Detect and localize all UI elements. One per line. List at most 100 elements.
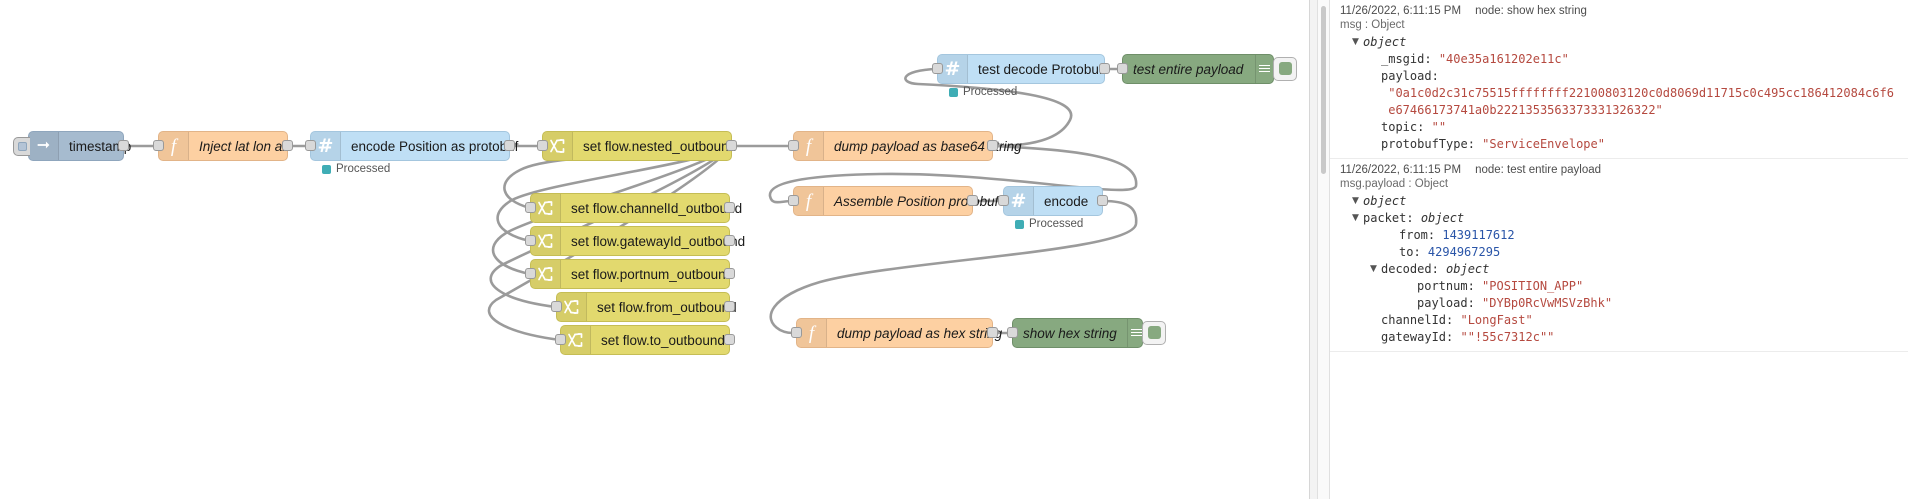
chevron-down-icon[interactable]: ▼ xyxy=(1352,196,1359,206)
node-output-port[interactable] xyxy=(1099,63,1110,74)
node-input-port[interactable] xyxy=(791,327,802,338)
node-input-port[interactable] xyxy=(1117,63,1128,74)
node-output-port[interactable] xyxy=(282,140,293,151)
tree-row[interactable]: ▼decoded: object xyxy=(1340,261,1898,278)
tree-key: topic: xyxy=(1381,120,1425,134)
tree-row[interactable]: ▼to: 4294967295 xyxy=(1340,244,1898,261)
node-input-port[interactable] xyxy=(788,195,799,206)
node-icon: # xyxy=(311,132,341,160)
debug-enable-toggle[interactable] xyxy=(1142,321,1166,345)
node-input-port[interactable] xyxy=(537,140,548,151)
tree-row[interactable]: ▼protobufType: "ServiceEnvelope" xyxy=(1340,136,1898,153)
tree-root-row[interactable]: ▼object xyxy=(1340,193,1898,210)
shuffle-icon xyxy=(549,139,564,153)
chevron-down-icon[interactable]: ▼ xyxy=(1370,264,1377,274)
node-input-port[interactable] xyxy=(525,235,536,246)
node-input-port[interactable] xyxy=(551,301,562,312)
node-input-port[interactable] xyxy=(788,140,799,151)
chevron-down-icon[interactable]: ▼ xyxy=(1352,37,1359,47)
tree-row[interactable]: ▼packet: object xyxy=(1340,210,1898,227)
flow-node-setportnum[interactable]: set flow.portnum_outbound xyxy=(525,259,735,289)
node-input-port[interactable] xyxy=(525,202,536,213)
tree-root-row[interactable]: ▼object xyxy=(1340,34,1898,51)
debug-object-tree[interactable]: ▼object▼_msgid: "40e35a161202e11c"▼paylo… xyxy=(1340,34,1898,153)
tree-spacer: ▼ xyxy=(1406,278,1417,295)
tree-row[interactable]: ▼channelId: "LongFast" xyxy=(1340,312,1898,329)
chevron-down-icon[interactable]: ▼ xyxy=(1352,213,1359,223)
node-output-port[interactable] xyxy=(118,140,129,151)
flow-node-setnested[interactable]: set flow.nested_outbound xyxy=(537,131,737,161)
tree-row[interactable]: ▼portnum: "POSITION_APP" xyxy=(1340,278,1898,295)
node-input-port[interactable] xyxy=(1007,327,1018,338)
status-label: Processed xyxy=(1029,218,1084,230)
flow-node-testdecode[interactable]: # test decode Protobuf xyxy=(932,54,1110,84)
flow-node-inject[interactable]: ➞timestamp xyxy=(13,131,131,161)
tree-spacer: ▼ xyxy=(1370,68,1381,85)
tree-row[interactable]: ▼from: 1439117612 xyxy=(1340,227,1898,244)
node-label: Assemble Position protobuf xyxy=(834,193,999,209)
node-label: show hex string xyxy=(1023,325,1117,341)
tree-row[interactable]: ▼payload: "DYBp0RcVwMSVzBhk" xyxy=(1340,295,1898,312)
inject-trigger-button[interactable] xyxy=(13,137,30,156)
node-input-port[interactable] xyxy=(525,268,536,279)
node-input-port[interactable] xyxy=(153,140,164,151)
shuffle-icon xyxy=(567,333,582,347)
node-input-port[interactable] xyxy=(555,334,566,345)
debug-enable-toggle[interactable] xyxy=(1273,57,1297,81)
node-input-port[interactable] xyxy=(998,195,1009,206)
tree-row[interactable]: ▼gatewayId: ""!55c7312c"" xyxy=(1340,329,1898,346)
tree-spacer: ▼ xyxy=(1370,136,1381,153)
tree-value: object xyxy=(1420,211,1465,225)
flow-node-setto[interactable]: set flow.to_outbound xyxy=(555,325,735,355)
flow-node-encodepos[interactable]: #encode Position as protobuf xyxy=(305,131,518,161)
debug-source-node: node: show hex string xyxy=(1475,5,1587,17)
tree-row[interactable]: ▼ "0a1c0d2c31c75515ffffffff22100803120c0… xyxy=(1340,85,1898,119)
node-input-port[interactable] xyxy=(305,140,316,151)
node-output-port[interactable] xyxy=(724,268,735,279)
node-output-port[interactable] xyxy=(724,301,735,312)
scrollbar-thumb[interactable] xyxy=(1321,6,1326,174)
debug-object-tree[interactable]: ▼object▼packet: object▼from: 1439117612▼… xyxy=(1340,193,1898,346)
flow-node-testpayload[interactable]: test entire payload xyxy=(1117,54,1297,84)
node-output-port[interactable] xyxy=(987,140,998,151)
node-output-port[interactable] xyxy=(504,140,515,151)
node-output-port[interactable] xyxy=(724,202,735,213)
flow-node-setfrom[interactable]: set flow.from_outbound xyxy=(551,292,737,322)
node-label: test decode Protobuf xyxy=(978,61,1103,77)
tree-key: decoded: xyxy=(1381,262,1439,276)
tree-key: payload: xyxy=(1417,296,1475,310)
node-output-port[interactable] xyxy=(987,327,998,338)
node-output-port[interactable] xyxy=(724,334,735,345)
sidebar-gutter xyxy=(1310,0,1318,499)
node-output-port[interactable] xyxy=(724,235,735,246)
flow-node-setgateway[interactable]: set flow.gatewayId_outbound xyxy=(525,226,745,256)
debug-topic: msg : Object xyxy=(1340,19,1405,31)
node-input-port[interactable] xyxy=(932,63,943,74)
node-status-encodepos: Processed xyxy=(322,163,390,175)
node-output-port[interactable] xyxy=(1097,195,1108,206)
flow-node-showhex[interactable]: show hex string xyxy=(1007,318,1166,348)
node-output-port[interactable] xyxy=(726,140,737,151)
hash-icon: # xyxy=(944,57,961,80)
tree-row[interactable]: ▼payload: xyxy=(1340,68,1898,85)
node-icon xyxy=(557,293,587,321)
tree-key: channelId: xyxy=(1381,313,1454,327)
tree-key: _msgid: xyxy=(1381,52,1432,66)
tree-value: "DYBp0RcVwMSVzBhk" xyxy=(1482,296,1613,310)
tree-row[interactable]: ▼_msgid: "40e35a161202e11c" xyxy=(1340,51,1898,68)
node-output-port[interactable] xyxy=(967,195,978,206)
sidebar-scrollbar[interactable] xyxy=(1318,0,1330,499)
flow-node-setchannel[interactable]: set flow.channelId_outbound xyxy=(525,193,742,223)
flow-node-encode[interactable]: #encode xyxy=(998,186,1108,216)
tree-row[interactable]: ▼topic: "" xyxy=(1340,119,1898,136)
